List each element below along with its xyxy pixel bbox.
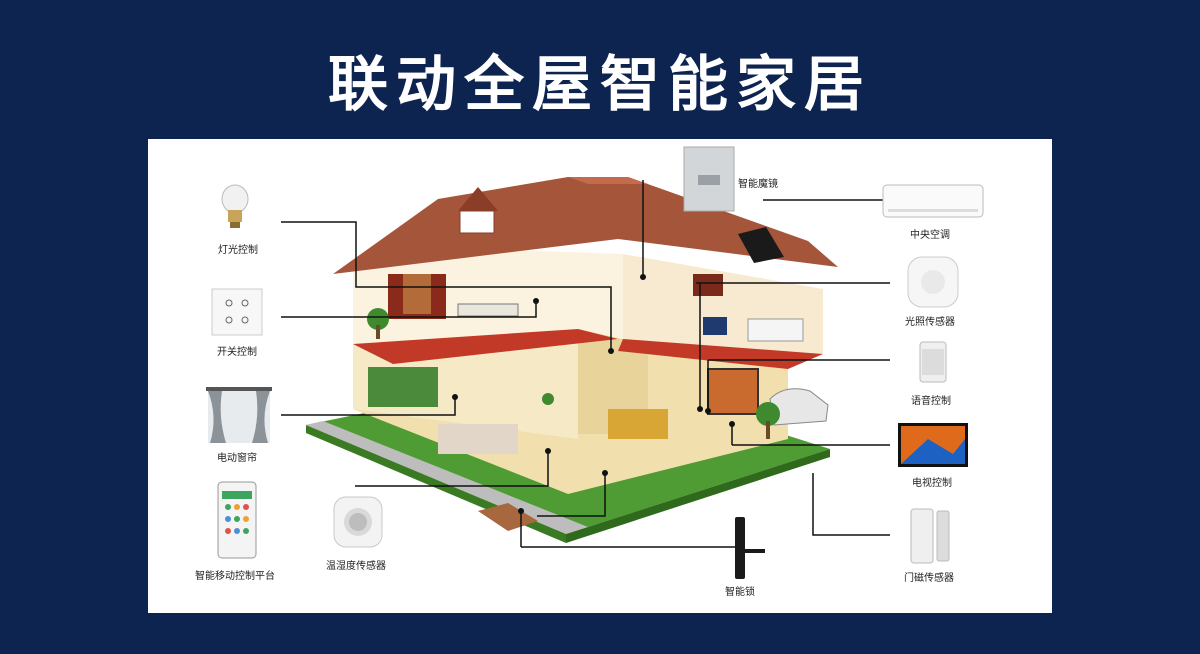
label-door-sensor: 门磁传感器 [904,573,954,584]
voice-speaker-icon [919,341,947,383]
air-conditioner-icon [882,184,984,218]
label-central-ac: 中央空调 [910,230,950,241]
connector-lines [281,180,890,548]
light-bulb-icon [221,184,249,228]
connector-dots [452,274,735,514]
light-sensor-icon [907,256,959,308]
wall-switch-icon [211,288,263,336]
label-mobile-platform: 智能移动控制平台 [195,571,275,582]
ground-floor [353,329,829,494]
label-smart-lock: 智能锁 [725,587,755,598]
walkway [478,503,538,531]
page-title: 联动全屋智能家居 [328,50,872,120]
smart-mirror-icon [683,146,735,212]
curtain-icon [206,387,272,443]
humidity-sensor-icon [333,496,383,548]
label-voice-control: 语音控制 [911,396,951,407]
smartphone-icon [217,481,257,559]
label-smart-mirror: 智能魔镜 [738,179,778,190]
smart-lock-icon [735,517,765,579]
label-switch-control: 开关控制 [217,347,257,358]
upper-floor [353,249,823,369]
door-sensor-icon [910,508,950,564]
label-light-control: 灯光控制 [218,245,258,256]
diagram-panel: 智能魔镜 灯光控制 中央空调 开关控制 光照传感器 语音控制 电动窗帘 电视控制… [148,139,1052,613]
label-light-sensor: 光照传感器 [905,317,955,328]
house-diagram [206,146,984,579]
roof [333,177,838,274]
television-icon [898,423,968,467]
label-electric-curtain: 电动窗帘 [217,453,257,464]
label-humidity-sensor: 温湿度传感器 [326,561,386,572]
plants [367,308,780,439]
label-tv-control: 电视控制 [912,478,952,489]
